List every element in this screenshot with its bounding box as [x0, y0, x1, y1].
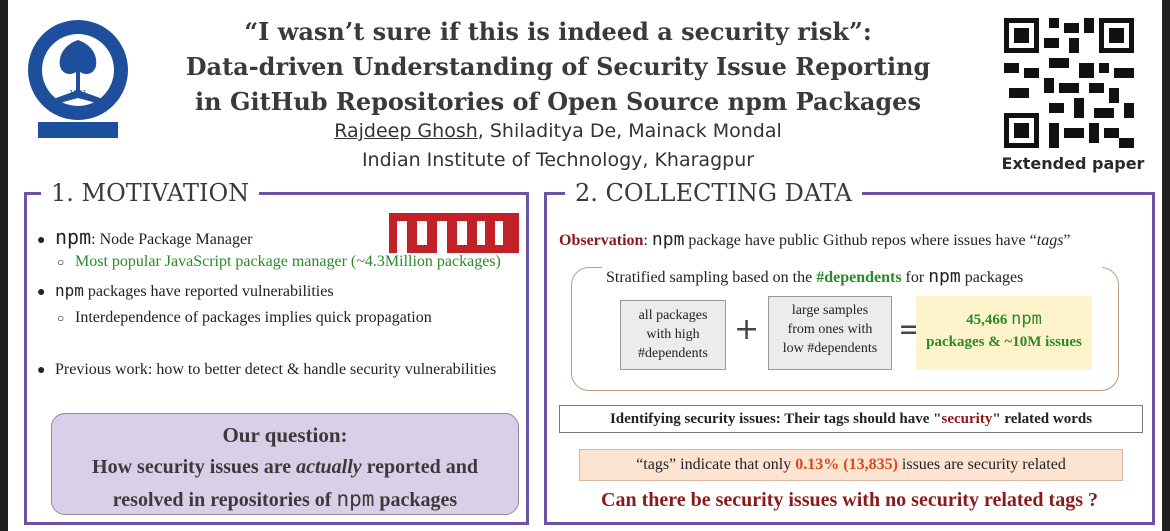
poster-title: “I wasn’t sure if this is indeed a secur…: [158, 14, 958, 119]
high-dependents-box: all packages with high #dependents: [620, 300, 726, 370]
motivation-section: 1. MOTIVATION npm ●npm: Node Package Man…: [24, 178, 529, 525]
qr-code-icon[interactable]: [1004, 18, 1134, 148]
svg-text:1951: 1951: [69, 89, 87, 97]
observation-text: Observation: npm package have public Git…: [559, 229, 1071, 250]
co-authors: , Shiladitya De, Mainack Mondal: [477, 120, 782, 142]
stratified-sampling-title: Stratified sampling based on the #depend…: [602, 266, 1102, 287]
identifying-security-issues: Identifying security issues: Their tags …: [559, 405, 1143, 433]
title-line-1: “I wasn’t sure if this is indeed a secur…: [244, 17, 872, 46]
affiliation: Indian Institute of Technology, Kharagpu…: [361, 149, 755, 171]
stratified-sampling-box: Stratified sampling based on the #depend…: [571, 266, 1119, 391]
tags-finding-box: “tags” indicate that only 0.13% (13,835)…: [579, 449, 1123, 481]
question-line-1: How security issues are actually reporte…: [92, 456, 478, 478]
authors: Rajdeep Ghosh, Shiladitya De, Mainack Mo…: [158, 117, 958, 145]
question-line-2: resolved in repositories of npm packages: [112, 487, 458, 511]
poster: 1951 “I wasn’t sure if this is indeed a …: [8, 0, 1162, 531]
our-question-box: Our question: How security issues are ac…: [51, 413, 519, 515]
motivation-item-1-sub: ○Most popular JavaScript package manager…: [57, 253, 501, 270]
first-author: Rajdeep Ghosh: [334, 120, 478, 142]
title-line-3: in GitHub Repositories of Open Source np…: [195, 87, 921, 116]
npm-logo: npm: [389, 213, 519, 253]
motivation-item-2-sub: ○Interdependence of packages implies qui…: [57, 309, 432, 326]
plus-sign: +: [734, 312, 760, 347]
research-question: Can there be security issues with no sec…: [601, 489, 1098, 511]
result-box: 45,466 npm packages & ~10M issues: [916, 296, 1092, 370]
question-title: Our question:: [222, 423, 348, 447]
motivation-title: 1. MOTIVATION: [41, 178, 260, 208]
motivation-item-1: ●npm: Node Package Manager: [37, 225, 253, 249]
svg-text:npm: npm: [453, 250, 455, 252]
title-line-2: Data-driven Understanding of Security Is…: [185, 52, 931, 81]
motivation-item-2: ●npm packages have reported vulnerabilit…: [37, 281, 334, 300]
motivation-item-3: ●Previous work: how to better detect & h…: [37, 361, 497, 378]
collecting-data-section: 2. COLLECTING DATA Observation: npm pack…: [544, 178, 1155, 525]
low-dependents-box: large samples from ones with low #depend…: [768, 296, 892, 370]
collecting-data-title: 2. COLLECTING DATA: [565, 178, 862, 208]
iit-kgp-logo: 1951: [28, 20, 128, 138]
qr-caption: Extended paper: [1001, 154, 1145, 173]
